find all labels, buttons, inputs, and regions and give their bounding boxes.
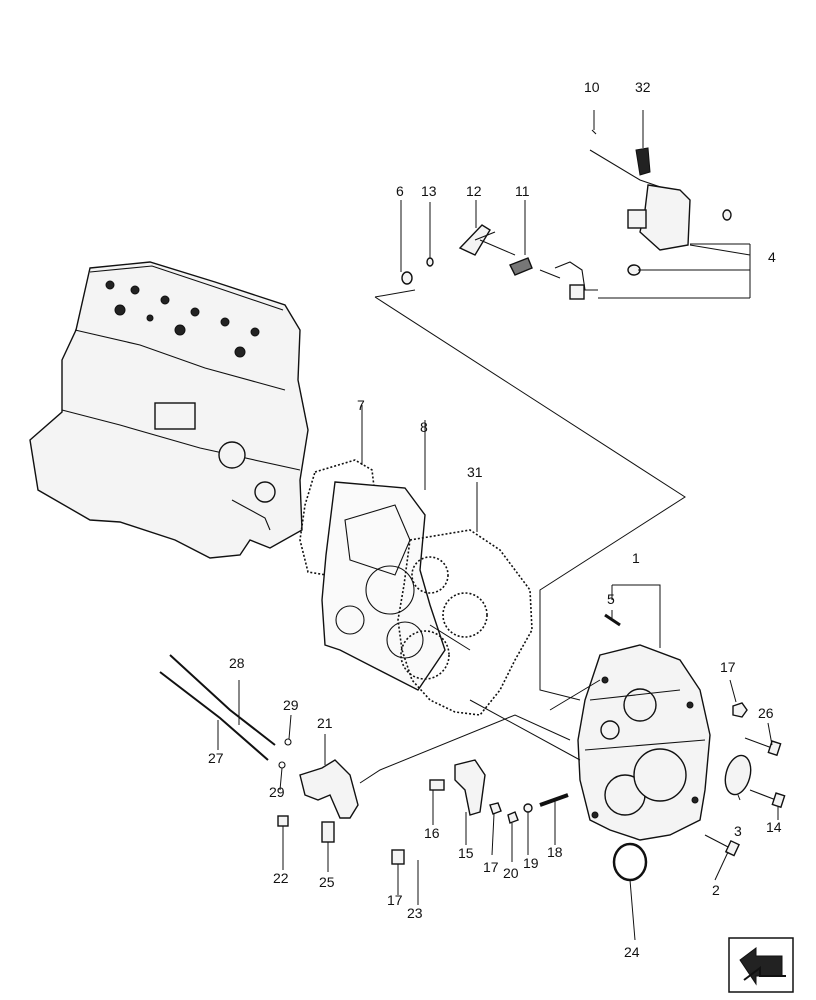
page-arrow-icon[interactable]: [728, 937, 794, 993]
callout-27: 27: [208, 750, 224, 766]
callout-22: 22: [273, 870, 289, 886]
bracket-assembly: [159, 654, 405, 865]
callout-13: 13: [421, 183, 437, 199]
callout-17-bottom-left: 17: [387, 892, 403, 908]
callout-23: 23: [407, 905, 423, 921]
callout-29-upper: 29: [283, 697, 299, 713]
callout-26: 26: [758, 705, 774, 721]
gasket-31: [397, 529, 533, 716]
callout-32: 32: [635, 79, 651, 95]
callout-6: 6: [396, 183, 404, 199]
oil-seal-3: [724, 754, 752, 796]
callout-29-lower: 29: [269, 784, 285, 800]
callout-25: 25: [319, 874, 335, 890]
dowel-pin-5: [604, 613, 621, 627]
callout-28: 28: [229, 655, 245, 671]
o-ring-24: [612, 842, 648, 882]
callout-24: 24: [624, 944, 640, 960]
callout-15: 15: [458, 845, 474, 861]
callout-21: 21: [317, 715, 333, 731]
callout-11: 11: [515, 183, 530, 199]
timing-cover-1: [577, 644, 711, 841]
callout-31: 31: [467, 464, 483, 480]
reference-lines: [359, 239, 686, 784]
callout-4: 4: [768, 249, 776, 265]
nut-17-right: [732, 702, 748, 718]
callout-17-right: 17: [720, 659, 736, 675]
governor-linkage: [401, 129, 732, 300]
callout-10: 10: [584, 79, 600, 95]
bracket-15: [429, 759, 569, 824]
callout-18: 18: [547, 844, 563, 860]
callout-5: 5: [607, 591, 615, 607]
callout-2: 2: [712, 882, 720, 898]
bolts-right: [704, 737, 786, 857]
callout-1: 1: [632, 550, 640, 566]
callout-20: 20: [503, 865, 519, 881]
callout-8: 8: [420, 419, 428, 435]
callout-16: 16: [424, 825, 440, 841]
plate-8: [321, 481, 446, 691]
callout-17-bottom: 17: [483, 859, 499, 875]
callout-7: 7: [357, 397, 365, 413]
engine-block: [29, 261, 309, 559]
callout-3: 3: [734, 823, 742, 839]
callout-19: 19: [523, 855, 539, 871]
callout-12: 12: [466, 183, 482, 199]
callout-14: 14: [766, 819, 782, 835]
leader-lines: [217, 110, 779, 941]
callout-labels: 10 32 6 13 12 11 4 7 8 31 1 5 17 26 3 14…: [208, 79, 782, 960]
